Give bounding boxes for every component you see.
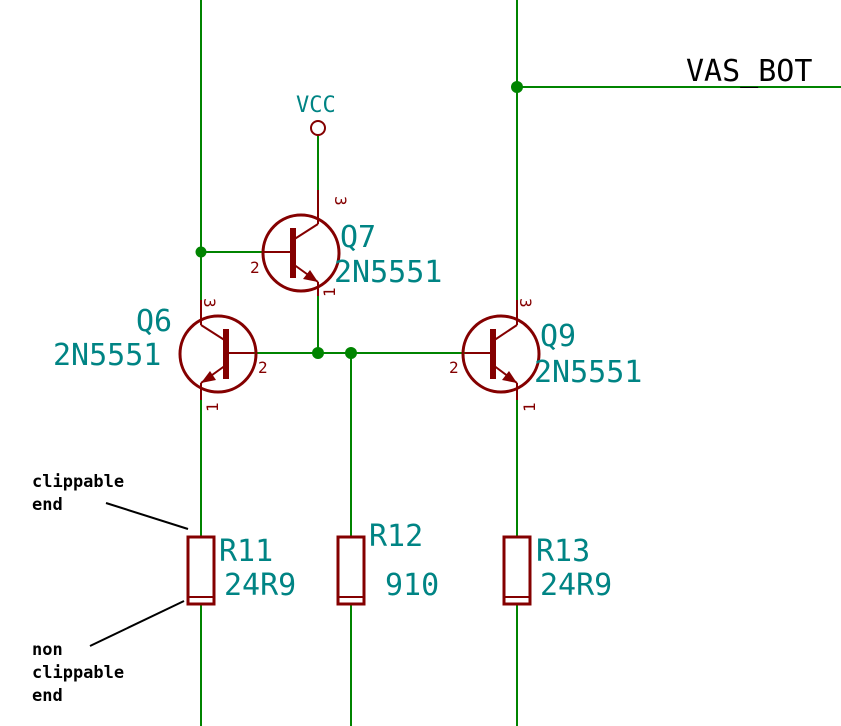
- r11-value: 24R9: [224, 568, 296, 603]
- clippable-note-line2: end: [32, 495, 63, 515]
- vcc-circle-icon: [310, 120, 326, 136]
- r12-body-icon: [336, 535, 366, 606]
- q7-pin-e: 1: [320, 287, 339, 297]
- nonclippable-note-line2: clippable: [32, 663, 124, 683]
- q6-pin-b: 2: [258, 358, 268, 377]
- q6-value: 2N5551: [53, 338, 161, 373]
- q6-reference: Q6: [136, 304, 172, 339]
- q7-pin-b: 2: [250, 258, 260, 277]
- resistor-r13: R13 24R9: [502, 534, 612, 606]
- junction-dot: [345, 347, 357, 359]
- r13-reference: R13: [536, 534, 590, 569]
- q6-emitter-arrow-icon: [201, 371, 216, 383]
- wires: [200, 0, 841, 726]
- nonclippable-note-line1: non: [32, 640, 63, 660]
- transistor-q6: 3 2 1 Q6 2N5551: [53, 298, 268, 412]
- resistor-r11: R11 24R9: [186, 534, 296, 606]
- r11-body-icon: [186, 535, 216, 606]
- q9-pin-e: 1: [520, 402, 539, 412]
- transistor-q7: 3 2 1 Q7 2N5551: [250, 190, 442, 297]
- q9-reference: Q9: [540, 319, 576, 354]
- nonclippable-pointer-line: [89, 600, 185, 647]
- clippable-end-annotation: clippable end: [32, 472, 189, 530]
- q9-pin-c: 3: [516, 298, 535, 308]
- r11-reference: R11: [219, 534, 273, 569]
- q7-body-icon: [261, 213, 341, 293]
- resistor-r12: R12 910: [336, 519, 439, 606]
- r13-body-icon: [502, 535, 532, 606]
- q6-pin-c: 3: [200, 298, 219, 308]
- q7-emitter-arrow-icon: [303, 270, 318, 282]
- vcc-label: VCC: [296, 93, 336, 118]
- net-label-vas-bot: VAS_BOT: [686, 54, 812, 89]
- q7-collector-line: [292, 223, 319, 241]
- r13-value: 24R9: [540, 568, 612, 603]
- junction-dot: [312, 347, 324, 359]
- q9-collector-line: [492, 324, 518, 342]
- q9-emitter-arrow-icon: [502, 371, 517, 383]
- q7-reference: Q7: [340, 220, 376, 255]
- q7-value: 2N5551: [334, 255, 442, 290]
- clippable-pointer-line: [105, 502, 189, 530]
- q7-pin-c: 3: [331, 196, 350, 206]
- nonclippable-note-line3: end: [32, 686, 63, 706]
- q9-body-icon: [461, 314, 541, 394]
- r12-reference: R12: [369, 519, 423, 554]
- junction-dot: [511, 81, 523, 93]
- q6-collector-line: [200, 324, 227, 342]
- q6-pin-e: 1: [203, 402, 222, 412]
- nonclippable-end-annotation: non clippable end: [32, 600, 185, 706]
- junctions: [195, 81, 523, 359]
- transistor-q9: 3 2 1 Q9 2N5551: [449, 298, 642, 412]
- q6-body-icon: [178, 314, 258, 394]
- r12-value: 910: [385, 568, 439, 603]
- q9-pin-b: 2: [449, 358, 459, 377]
- q9-value: 2N5551: [534, 355, 642, 390]
- vcc-power-symbol: VCC: [296, 93, 336, 136]
- clippable-note-line1: clippable: [32, 472, 124, 492]
- junction-dot: [195, 246, 207, 258]
